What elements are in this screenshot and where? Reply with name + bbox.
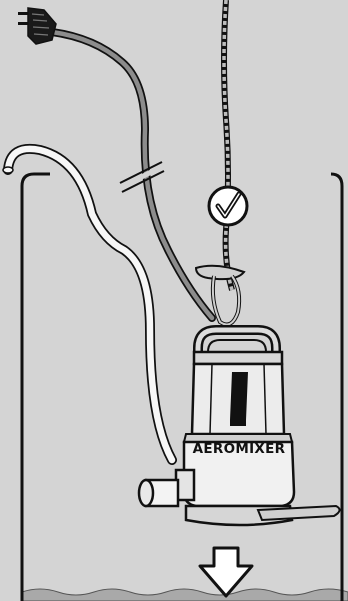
power-cable: [48, 28, 216, 322]
power-plug-icon: [18, 7, 57, 45]
tank-walls: [20, 172, 344, 601]
discharge-hose: [2, 144, 177, 465]
water: [21, 588, 348, 601]
hanging-rope: [221, 0, 235, 291]
brand-label: AEROMIXER: [193, 441, 286, 457]
checkmark-icon: [207, 185, 249, 227]
down-arrow-icon: [198, 546, 254, 598]
submersible-pump: [137, 325, 341, 527]
rope-knot: [194, 264, 246, 327]
